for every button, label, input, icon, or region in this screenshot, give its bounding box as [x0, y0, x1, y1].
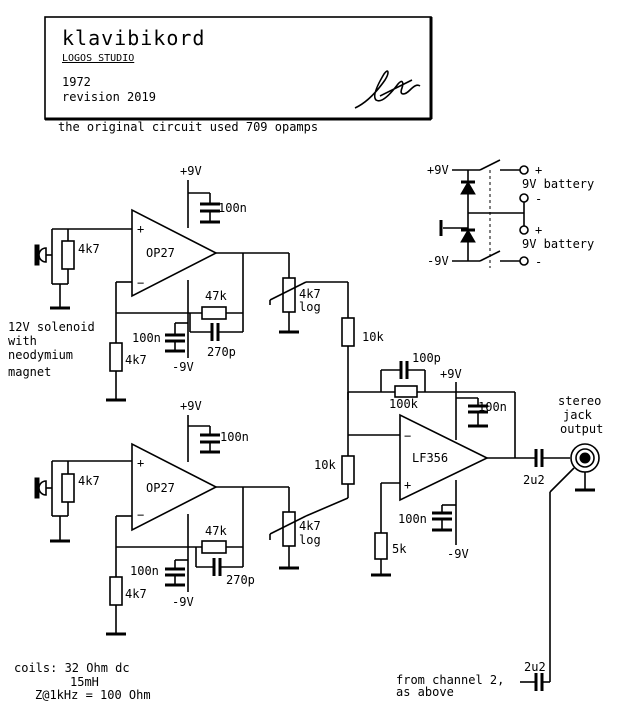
mixer-feedback-cap-value: 100p [412, 351, 441, 365]
mixer-vpos: +9V [440, 367, 462, 381]
circuit-title: klavibikord [62, 26, 205, 50]
opamp-b-cpos: 100n [220, 430, 249, 444]
channel-b: 4k7 + − OP27 +9V 100n 100n -9V 47k 270p [34, 399, 355, 636]
output-cap-value: 2u2 [523, 473, 545, 487]
signature-mark [354, 70, 421, 109]
revision-label: revision 2019 [62, 90, 156, 104]
mixer-opamp [399, 413, 489, 502]
stereo-jack [549, 443, 600, 682]
channel2-cap-value: 2u2 [524, 660, 546, 674]
mixer-stage: − + LF356 100k 100p +9V 100n 100n [347, 351, 570, 577]
input-resistor-b-value: 4k7 [78, 474, 100, 488]
power-supply: +9V + 9V battery - + 9V battery -9V - [427, 159, 594, 269]
opamp-b-vneg: -9V [172, 595, 194, 609]
feedback-cap-b-value: 270p [226, 573, 255, 587]
mix-resistor-b [341, 455, 355, 485]
coils-line-2: 15mH [70, 675, 99, 689]
mixer-cneg: 100n [398, 512, 427, 526]
opamp-a-cneg: 100n [132, 331, 161, 345]
pot-b-value: 4k7 [299, 519, 321, 533]
ground-resistor-b-value: 4k7 [125, 587, 147, 601]
mixer-bias-resistor [374, 532, 388, 560]
mix-resistor-a [341, 317, 355, 347]
opamp-a-vpos: +9V [180, 164, 202, 178]
pot-b [282, 511, 296, 547]
jack-label-1: stereo [558, 394, 601, 408]
channel-2-input: 2u2 from channel 2, as above [396, 660, 550, 699]
jack-label-3: output [560, 422, 603, 436]
studio-name: LOGOS STUDIO [62, 53, 134, 64]
mixer-opamp-plus: + [404, 478, 411, 492]
opamp-b-cneg: 100n [130, 564, 159, 578]
solenoid-label-4: magnet [8, 365, 51, 379]
opamp-a-cpos: 100n [218, 201, 247, 215]
feedback-resistor-b [201, 540, 227, 554]
solenoid-coil-a [38, 247, 47, 263]
mix-resistor-b-value: 10k [314, 458, 336, 472]
mixer-opamp-minus: − [404, 429, 411, 443]
power-bottom-minus: - [535, 255, 542, 269]
battery-bottom-label: 9V battery [522, 237, 594, 251]
opamp-a [131, 208, 218, 298]
opamp-a-plus: + [137, 222, 144, 236]
ground-resistor-a [109, 342, 123, 372]
power-bottom-plus: + [535, 223, 542, 237]
coils-line-1: coils: 32 Ohm dc [14, 661, 130, 675]
pot-b-taper: log [299, 533, 321, 547]
opamp-b-plus: + [137, 456, 144, 470]
jack-label-2: jack [563, 408, 593, 422]
mixer-cpos: 100n [478, 400, 507, 414]
note-text: the original circuit used 709 opamps [58, 120, 318, 134]
pot-a-taper: log [299, 300, 321, 314]
mixer-bias-resistor-value: 5k [392, 542, 407, 556]
solenoid-label-2: with [8, 334, 37, 348]
mix-resistor-a-value: 10k [362, 330, 384, 344]
coils-note: coils: 32 Ohm dc 15mH Z@1kHz = 100 Ohm [14, 661, 151, 702]
power-vneg: -9V [427, 254, 449, 268]
input-resistor-a-value: 4k7 [78, 242, 100, 256]
feedback-resistor-a-value: 47k [205, 289, 227, 303]
mixer-feedback-resistor [394, 385, 418, 398]
ground-resistor-b [109, 576, 123, 606]
power-top-plus: + [535, 163, 542, 177]
mixer-opamp-label: LF356 [412, 451, 448, 465]
solenoid-label-1: 12V solenoid [8, 320, 95, 334]
channel-a: 4k7 + − OP27 +9V 100n 100n -9V 47k [34, 164, 384, 435]
opamp-b [131, 442, 218, 532]
input-resistor-b [61, 473, 75, 503]
year-label: 1972 [62, 75, 91, 89]
ground-resistor-a-value: 4k7 [125, 353, 147, 367]
solenoid-label-3: neodymium [8, 348, 73, 362]
opamp-b-label: OP27 [146, 481, 175, 495]
feedback-resistor-b-value: 47k [205, 524, 227, 538]
power-vpos: +9V [427, 163, 449, 177]
coils-line-3: Z@1kHz = 100 Ohm [35, 688, 151, 702]
opamp-b-vpos: +9V [180, 399, 202, 413]
channel2-label-2: as above [396, 685, 454, 699]
channel2-label-1: from channel 2, [396, 673, 504, 687]
opamp-a-label: OP27 [146, 246, 175, 260]
title-block: klavibikord LOGOS STUDIO 1972 revision 2… [44, 16, 433, 121]
mixer-feedback-resistor-value: 100k [389, 397, 419, 411]
power-top-minus: - [535, 192, 542, 206]
opamp-a-minus: − [137, 276, 144, 290]
feedback-resistor-a [201, 306, 227, 320]
feedback-cap-a-value: 270p [207, 345, 236, 359]
input-resistor-a [61, 240, 75, 270]
pot-a-value: 4k7 [299, 287, 321, 301]
opamp-b-minus: − [137, 508, 144, 522]
pot-a [282, 277, 296, 313]
opamp-a-vneg: -9V [172, 360, 194, 374]
battery-top-label: 9V battery [522, 177, 594, 191]
solenoid-coil-b [38, 480, 47, 496]
mixer-vneg: -9V [447, 547, 469, 561]
